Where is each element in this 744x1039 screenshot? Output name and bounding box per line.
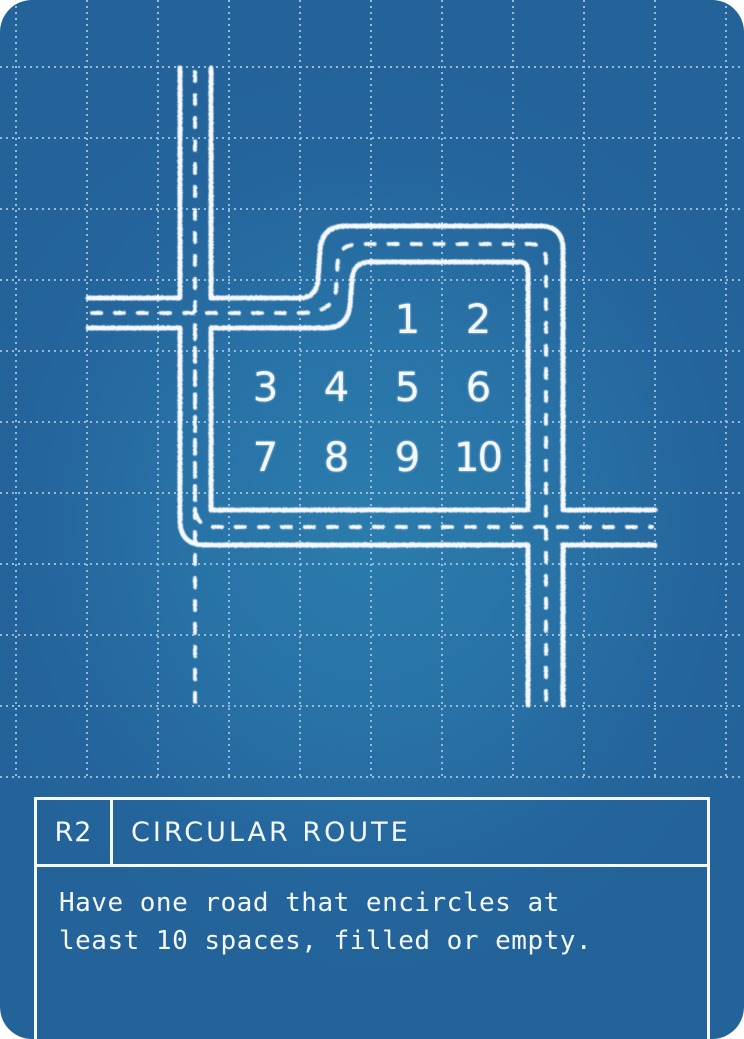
rule-title-row: R2 CIRCULAR ROUTE xyxy=(37,800,707,867)
space-number-4: 4 xyxy=(323,364,349,411)
description-line-2: least 10 spaces, filled or empty. xyxy=(59,926,593,956)
space-number-8: 8 xyxy=(323,434,349,481)
rule-panel: R2 CIRCULAR ROUTE Have one road that enc… xyxy=(34,797,710,1039)
card-code: R2 xyxy=(37,800,113,864)
space-number-2: 2 xyxy=(465,296,491,343)
space-number-6: 6 xyxy=(465,364,491,411)
description-line-1: Have one road that encircles at xyxy=(59,888,560,918)
space-number-3: 3 xyxy=(252,364,278,411)
space-number-1: 1 xyxy=(394,296,420,343)
card-title: CIRCULAR ROUTE xyxy=(131,816,411,848)
space-number-5: 5 xyxy=(394,364,420,411)
space-number-10: 10 xyxy=(454,434,503,481)
space-number-7: 7 xyxy=(252,434,278,481)
space-number-9: 9 xyxy=(394,434,420,481)
rule-description: Have one road that encircles at least 10… xyxy=(59,884,699,960)
